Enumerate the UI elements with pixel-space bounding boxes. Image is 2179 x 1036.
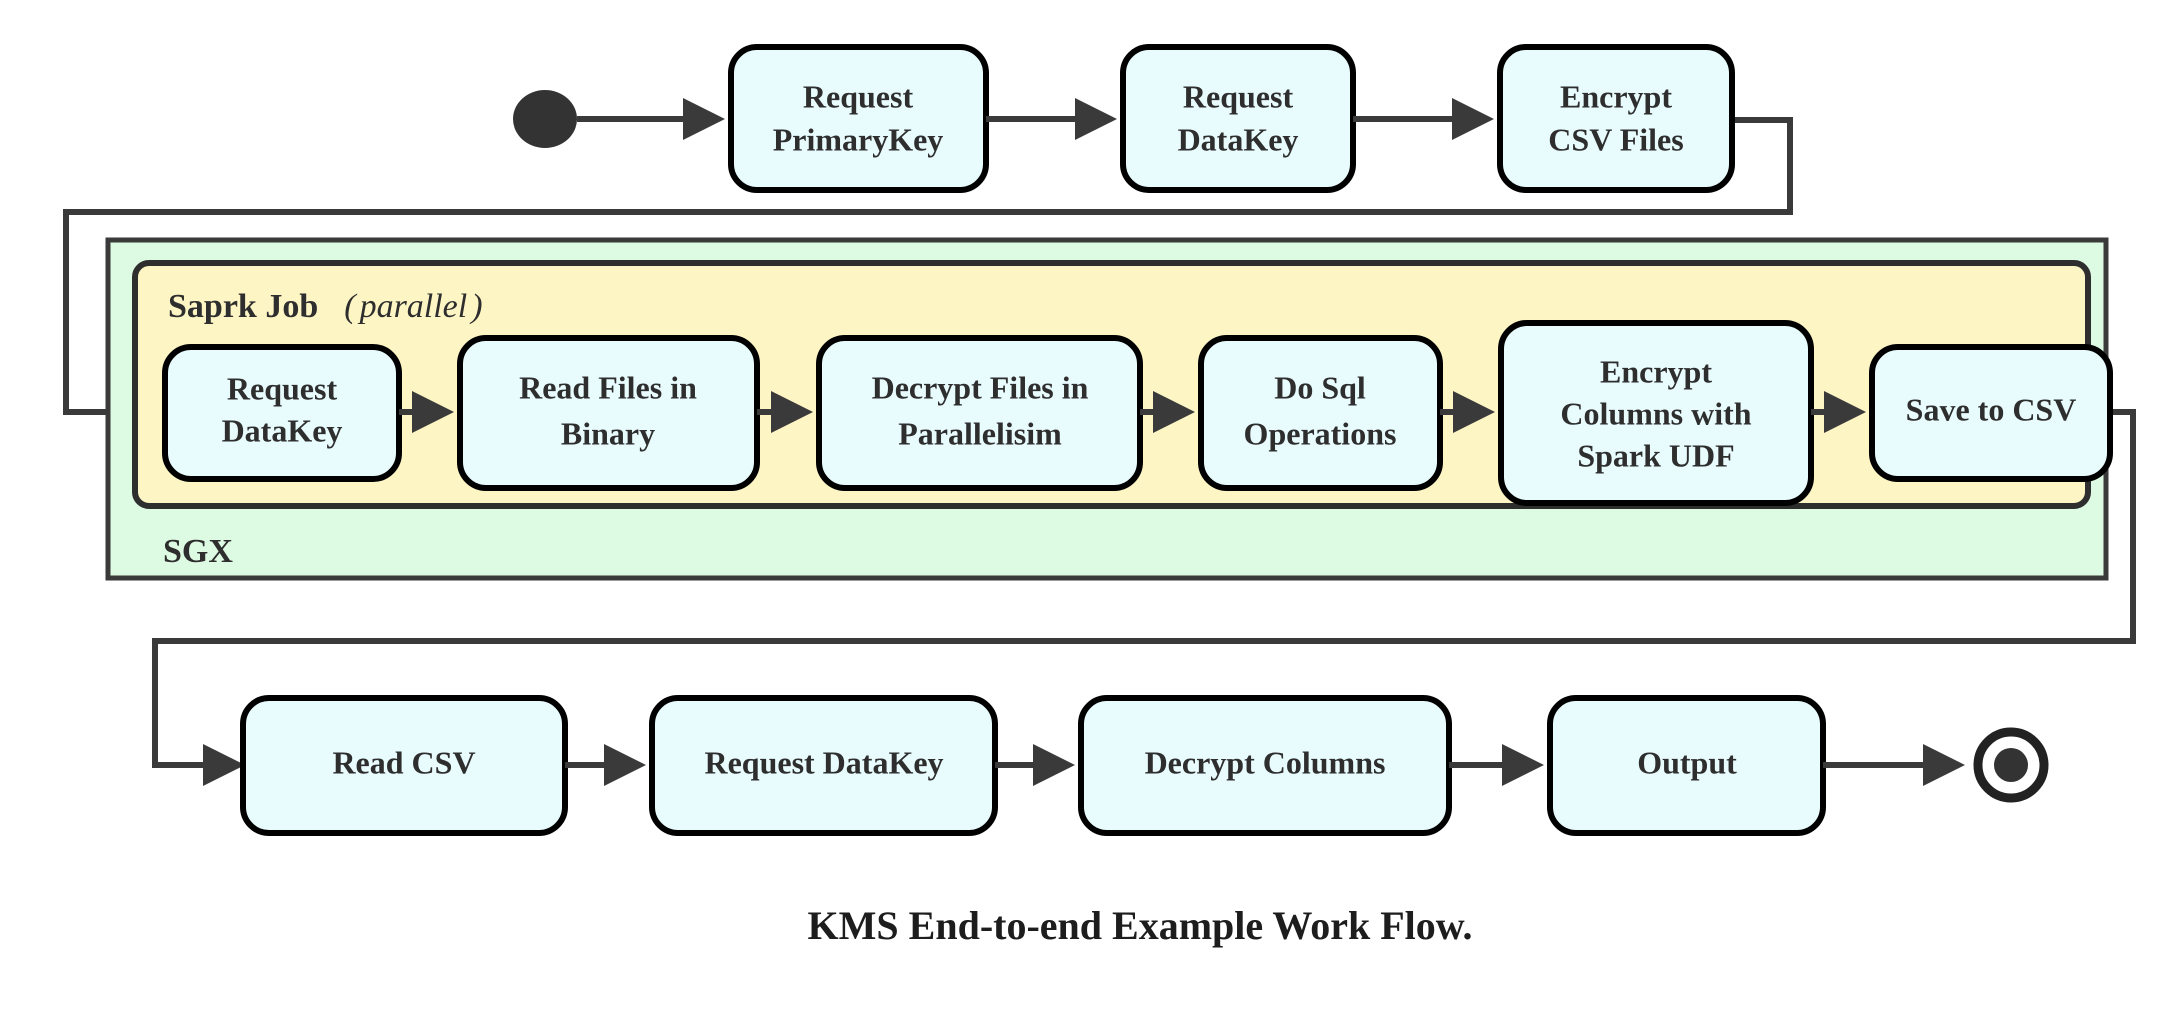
node-encrypt-csv-files-line-1: Encrypt [1560,78,1672,114]
node-request-primarykey[interactable] [728,44,989,193]
node-request-datakey-bottom-line-1: Request DataKey [704,744,943,780]
edge-save-csv-to-read-csv [152,409,2136,786]
node-encrypt-columns-spark-udf-line-1: Encrypt [1600,353,1712,389]
node-request-datakey-spark-line-1: Request [227,370,338,406]
end-node-core [1994,748,2028,782]
node-do-sql-operations-line-1: Do Sql [1274,369,1366,405]
node-encrypt-csv-files-line-2: CSV Files [1548,121,1683,157]
node-read-csv-line-1: Read CSV [332,744,475,780]
node-request-datakey-top[interactable] [1120,44,1356,193]
node-decrypt-columns-line-1: Decrypt Columns [1145,744,1386,780]
node-encrypt-csv-files[interactable] [1497,44,1735,193]
node-do-sql-operations[interactable] [1198,335,1443,491]
node-request-datakey-top-line-1: Request [1183,78,1294,114]
node-save-to-csv-line-1: Save to CSV [1906,391,2077,427]
node-decrypt-files-parallelisim-line-2: Parallelisim [898,415,1062,451]
node-request-datakey-spark-line-2: DataKey [222,412,343,448]
node-encrypt-columns-spark-udf-line-2: Columns with [1560,395,1751,431]
spark-job-label-paren-close: ) [469,288,482,325]
node-request-primarykey-line-2: PrimaryKey [773,121,944,157]
start-node-marker [513,90,577,148]
sgx-container-label: SGX [163,533,233,570]
node-decrypt-files-parallelisim-line-1: Decrypt Files in [872,369,1089,405]
node-request-datakey-top-line-2: DataKey [1178,121,1299,157]
node-read-files-binary-line-1: Read Files in [519,369,697,405]
node-encrypt-columns-spark-udf-line-3: Spark UDF [1577,437,1734,473]
spark-job-label-main: Saprk Job [168,288,318,325]
node-do-sql-operations-line-2: Operations [1244,415,1397,451]
diagram-caption: KMS End-to-end Example Work Flow. [808,903,1473,948]
node-read-files-binary[interactable] [457,335,760,491]
spark-job-container-label: Saprk Job ( parallel ) [168,288,483,325]
spark-job-label-parallel: parallel [358,288,468,325]
node-read-files-binary-line-2: Binary [561,415,655,451]
edge-encrypt-csv-to-spark-datakey [63,117,1793,433]
node-save-to-csv[interactable] [1869,344,2113,482]
node-output-line-1: Output [1637,744,1737,780]
node-decrypt-files-parallelisim[interactable] [816,335,1143,491]
node-request-primarykey-line-1: Request [803,78,914,114]
